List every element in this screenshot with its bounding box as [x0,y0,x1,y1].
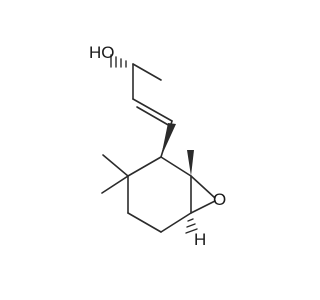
bond-ring-c4-c5 [160,212,192,233]
stereo-layer [110,54,198,234]
bond-methyl-to-carbinol [132,63,162,81]
epoxide-oxygen-label: O [213,190,226,209]
bond-epoxide-c5-o [190,200,216,214]
bond-ring-c1-c2 [127,156,162,177]
ring-hydrogen-label: H [194,230,206,249]
label-layer: HO O H [89,43,226,249]
hydroxyl-label: HO [89,43,115,62]
bond-gem-methyl-upper [102,154,129,177]
wedge-bond-epoxide-methyl [187,150,194,176]
bond-epoxide-c6-o [190,175,216,199]
bond-ring-c6-c1 [160,156,192,177]
bond-layer [101,63,216,233]
hashed-bond-to-ring-hydrogen [185,218,198,234]
hashed-bond-to-hydroxyl [110,54,127,68]
bond-gem-methyl-left [101,175,129,194]
bond-alkene-double-outer [132,98,173,122]
molecule-structure-drawing: HO O H [89,43,226,249]
wedge-bond-ring-to-alkene [161,123,176,157]
bond-alkene-double-inner [136,106,171,127]
bond-ring-c3-c4 [127,212,162,233]
